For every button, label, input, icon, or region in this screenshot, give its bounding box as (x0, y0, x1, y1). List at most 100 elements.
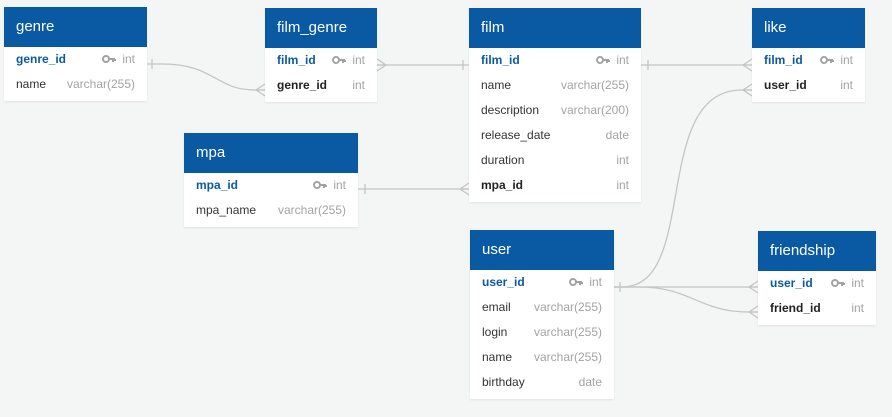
field-type-label: int (333, 178, 346, 192)
field-type: varchar(255) (533, 325, 602, 339)
field-type-label: int (616, 53, 629, 67)
field-friendship-friend_id[interactable]: friend_id int (758, 296, 876, 321)
field-genre-genre_id[interactable]: genre_id int (4, 47, 147, 72)
field-name: mpa_id (481, 178, 524, 192)
field-type: int (820, 48, 853, 73)
field-type: int (352, 78, 365, 92)
field-type: varchar(255) (560, 78, 629, 92)
field-name: film_id (764, 53, 803, 67)
link-user-friendship-friend-many (748, 305, 759, 319)
field-name: user_id (482, 275, 525, 289)
field-name: mpa_name (196, 203, 257, 217)
field-name: name (16, 77, 47, 91)
field-type-label: int (122, 52, 135, 66)
field-type: int (616, 178, 629, 192)
field-film-mpa_id[interactable]: mpa_id int (469, 173, 641, 198)
table-film_genre[interactable]: film_genre film_id int genre_id int (265, 8, 377, 102)
field-genre-name[interactable]: name varchar(255) (4, 72, 147, 97)
field-type: int (332, 48, 365, 73)
field-type: int (831, 271, 864, 296)
field-user-user_id[interactable]: user_id int (470, 270, 614, 295)
field-type: varchar(255) (277, 203, 346, 217)
field-type: date (578, 375, 602, 389)
field-type: int (102, 47, 135, 72)
field-user-login[interactable]: login varchar(255) (470, 320, 614, 345)
table-film-header[interactable]: film (469, 8, 641, 48)
field-name: description (481, 103, 540, 117)
field-name: birthday (482, 375, 525, 389)
field-film_genre-film_id[interactable]: film_id int (265, 48, 377, 73)
field-type: int (569, 270, 602, 295)
link-mpa-film-many (459, 182, 470, 196)
table-like[interactable]: like film_id int user_id int (752, 8, 865, 102)
field-type: varchar(255) (533, 300, 602, 314)
table-user[interactable]: user user_id int email varchar(255) logi… (470, 230, 614, 399)
field-film-duration[interactable]: duration int (469, 148, 641, 173)
field-friendship-user_id[interactable]: user_id int (758, 271, 876, 296)
key-icon (332, 55, 347, 64)
table-film_genre-header[interactable]: film_genre (265, 8, 377, 48)
key-icon (102, 54, 117, 63)
table-friendship-header[interactable]: friendship (758, 231, 876, 271)
link-user-friendship-many (748, 280, 759, 294)
field-name: duration (481, 153, 525, 167)
field-film_genre-genre_id[interactable]: genre_id int (265, 73, 377, 98)
table-like-header[interactable]: like (752, 8, 865, 48)
field-type-label: int (352, 53, 365, 67)
link-user-friendship-friend (614, 286, 758, 313)
field-name: film_id (277, 53, 316, 67)
field-type: int (313, 173, 346, 198)
key-icon (596, 55, 611, 64)
table-mpa[interactable]: mpa mpa_id int mpa_name varchar(255) (184, 133, 358, 227)
link-user-like-many (742, 83, 753, 97)
field-type: varchar(255) (66, 77, 135, 91)
field-type: int (840, 78, 853, 92)
field-name: genre_id (277, 78, 328, 92)
link-genre-film_genre (147, 63, 265, 91)
field-type: varchar(200) (560, 103, 629, 117)
field-user-birthday[interactable]: birthday date (470, 370, 614, 395)
table-film[interactable]: film film_id int name varchar(255) descr… (469, 8, 641, 202)
field-type-label: int (589, 275, 602, 289)
field-name: mpa_id (196, 178, 239, 192)
link-film-like-many (742, 58, 753, 72)
link-film-film_genre-many (376, 58, 387, 72)
key-icon (820, 55, 835, 64)
key-icon (569, 277, 584, 286)
table-friendship[interactable]: friendship user_id int friend_id int (758, 231, 876, 325)
field-mpa-mpa_id[interactable]: mpa_id int (184, 173, 358, 198)
field-type: date (605, 128, 629, 142)
field-film-description[interactable]: description varchar(200) (469, 98, 641, 123)
field-film-release_date[interactable]: release_date date (469, 123, 641, 148)
table-mpa-header[interactable]: mpa (184, 133, 358, 173)
key-icon (313, 180, 328, 189)
link-genre-film_genre-many (255, 83, 266, 97)
field-mpa-mpa_name[interactable]: mpa_name varchar(255) (184, 198, 358, 223)
field-name: user_id (764, 78, 807, 92)
field-user-name[interactable]: name varchar(255) (470, 345, 614, 370)
field-film-name[interactable]: name varchar(255) (469, 73, 641, 98)
link-user-like (614, 89, 752, 288)
field-name: login (482, 325, 508, 339)
field-film-film_id[interactable]: film_id int (469, 48, 641, 73)
field-type-label: int (840, 53, 853, 67)
field-type: int (616, 153, 629, 167)
field-type: int (851, 301, 864, 315)
field-like-film_id[interactable]: film_id int (752, 48, 865, 73)
field-name: friend_id (770, 301, 821, 315)
field-like-user_id[interactable]: user_id int (752, 73, 865, 98)
field-type-label: int (851, 276, 864, 290)
field-name: film_id (481, 53, 520, 67)
field-name: user_id (770, 276, 813, 290)
field-name: name (481, 78, 512, 92)
field-name: genre_id (16, 52, 67, 66)
table-genre[interactable]: genre genre_id int name varchar(255) (4, 7, 147, 101)
field-name: email (482, 300, 511, 314)
field-name: release_date (481, 128, 551, 142)
field-user-email[interactable]: email varchar(255) (470, 295, 614, 320)
table-genre-header[interactable]: genre (4, 7, 147, 47)
table-user-header[interactable]: user (470, 230, 614, 270)
field-name: name (482, 350, 513, 364)
